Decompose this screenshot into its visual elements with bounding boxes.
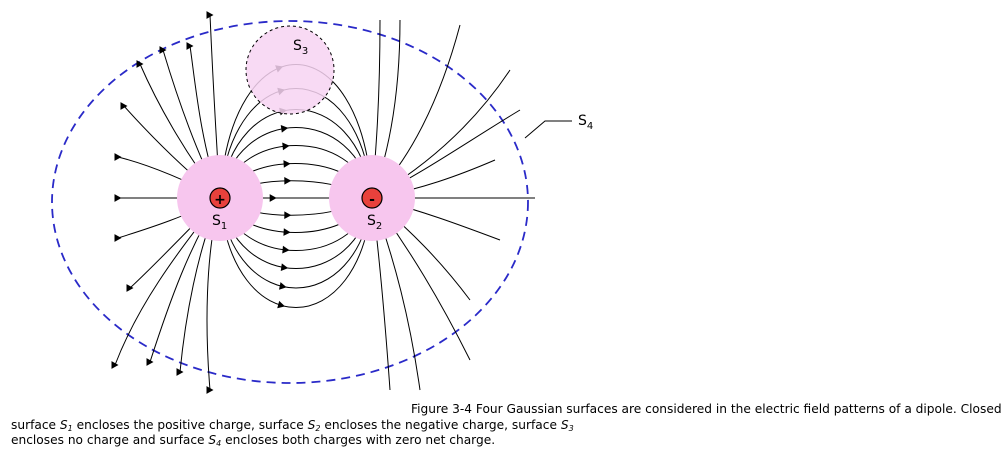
field-arrowhead xyxy=(114,153,122,161)
field-arrowhead xyxy=(186,42,194,50)
label-s4: S4 xyxy=(578,113,593,132)
field-arrowhead xyxy=(206,11,214,19)
negative-charge xyxy=(361,187,383,209)
label-s1: S1 xyxy=(212,213,227,232)
field-arrowhead xyxy=(136,60,144,68)
field-arrowhead xyxy=(280,125,289,133)
field-arrowhead xyxy=(284,176,292,185)
field-arrowhead xyxy=(120,102,128,110)
positive-sign: + xyxy=(214,192,226,208)
field-arrowhead xyxy=(282,142,290,151)
field-arrowhead xyxy=(279,282,287,290)
figure: + - S1 S2 S3 S4 Figure 3-4 Four Gaussian… xyxy=(11,11,1002,448)
negative-sign: - xyxy=(369,192,375,208)
field-arrowhead xyxy=(282,245,290,254)
positive-charge xyxy=(209,187,231,209)
field-arrowhead xyxy=(126,284,134,292)
s4-pointer-line xyxy=(524,120,572,139)
label-s2: S2 xyxy=(367,213,382,232)
caption-line-3: encloses no charge and surface S4 enclos… xyxy=(11,433,496,448)
caption-line-2: surface S1 encloses the positive charge,… xyxy=(11,418,574,433)
field-arrowhead xyxy=(280,263,289,271)
field-arrowhead xyxy=(283,228,291,236)
caption-line-1: Figure 3-4 Four Gaussian surfaces are co… xyxy=(411,402,1002,416)
field-arrowhead xyxy=(146,358,154,366)
field-arrowhead xyxy=(206,386,214,394)
field-arrowhead xyxy=(176,368,184,376)
field-arrowhead xyxy=(114,194,122,202)
label-s3: S3 xyxy=(293,38,308,57)
field-arrowhead xyxy=(284,211,292,220)
field-arrowhead xyxy=(283,160,291,168)
field-arrowhead xyxy=(114,234,122,242)
field-arrowhead xyxy=(111,361,119,369)
field-arrowhead xyxy=(269,194,277,202)
field-arrowhead xyxy=(159,46,167,54)
surface-s4 xyxy=(51,20,529,384)
surface-s3 xyxy=(245,25,335,115)
dipole-field-diagram: + - S1 S2 S3 S4 xyxy=(51,11,593,394)
field-line xyxy=(219,197,373,308)
field-arrowhead xyxy=(277,300,285,309)
